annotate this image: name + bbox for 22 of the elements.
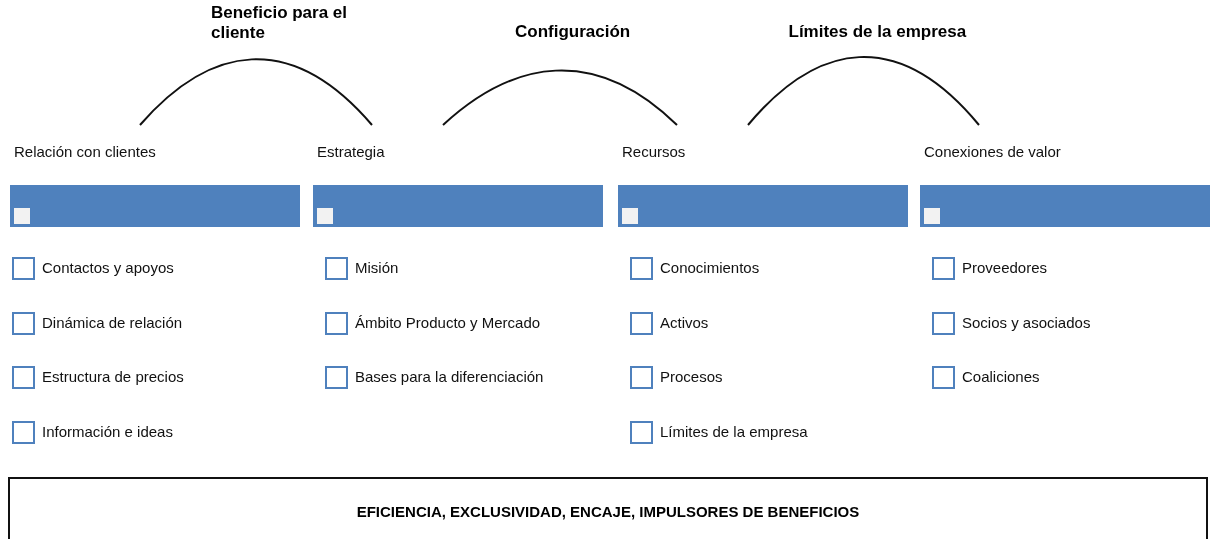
item-label: Activos [660, 313, 709, 331]
item-label: Límites de la empresa [660, 422, 808, 440]
item-label: Conocimientos [660, 259, 760, 276]
summary-box: EFICIENCIA, EXCLUSIVIDAD, ENCAJE, IMPULSORES DE BENEFICIOS [8, 477, 1208, 539]
item-label: Estructura de precios [42, 368, 184, 385]
item-label: Información e ideas [42, 422, 173, 440]
column-heading: Estrategia [317, 143, 385, 160]
item-label: Socios y asociados [962, 313, 1091, 331]
item-label: Procesos [660, 368, 723, 385]
item-label: Dinámica de relación [42, 313, 183, 331]
column-heading: Conexiones de valor [924, 143, 1061, 160]
item-label: Bases para la diferenciación [355, 368, 544, 385]
item-label: Proveedores [962, 259, 1048, 276]
arc-connector [747, 56, 980, 126]
column-heading: Relación con clientes [14, 143, 156, 160]
item-label: Misión [355, 259, 399, 276]
item-label: Coaliciones [962, 368, 1040, 385]
column-heading: Recursos [622, 143, 686, 160]
item-label: Ámbito Producto y Mercado [355, 313, 541, 331]
arc-connector [442, 69, 678, 126]
arc-connector [139, 58, 373, 126]
item-label: Contactos y apoyos [42, 259, 174, 276]
